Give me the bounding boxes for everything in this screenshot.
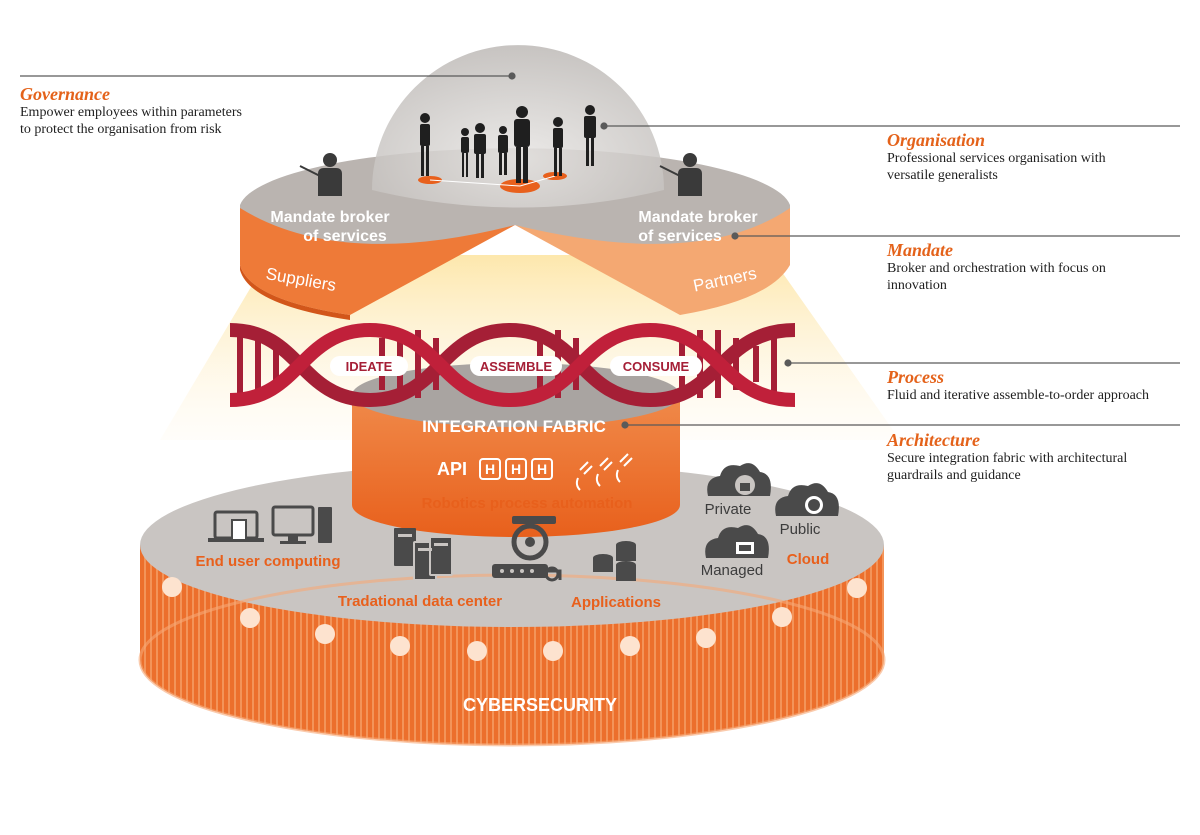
label-ideate: IDEATE bbox=[346, 359, 393, 374]
process-desc-line1: Fluid and iterative assemble-to-order ap… bbox=[887, 388, 1150, 403]
integration-side bbox=[352, 395, 680, 537]
business-people-icon bbox=[420, 105, 596, 183]
architecture-desc-line1: Secure integration fabric with architect… bbox=[887, 451, 1128, 466]
organisation-title: Organisation bbox=[887, 130, 986, 150]
api-h-box-2 bbox=[505, 458, 527, 480]
cloud-globe-icon bbox=[775, 483, 839, 516]
organisation-desc-line2: versatile generalists bbox=[887, 168, 998, 183]
mandate-desc-line1: Broker and orchestration with focus on bbox=[887, 261, 1106, 276]
governance-desc-line2: to protect the organisation from risk bbox=[20, 122, 222, 137]
led-dots bbox=[162, 577, 867, 661]
plug-icon bbox=[575, 453, 633, 491]
dna-strand-a bbox=[229, 322, 796, 408]
governance-desc-line1: Empower employees within parameters bbox=[20, 105, 242, 120]
api-h-1: H bbox=[485, 461, 495, 477]
desktop-computer-icon bbox=[271, 505, 332, 544]
mandate-title: Mandate bbox=[887, 240, 954, 260]
organisation-callout: Organisation Professional services organ… bbox=[887, 130, 1106, 184]
broker-left-line1: Mandate broker bbox=[270, 209, 389, 226]
broker-right-line1: Mandate broker bbox=[638, 209, 757, 226]
presenter-icon bbox=[659, 153, 702, 196]
label-consume: CONSUME bbox=[623, 359, 690, 374]
robot-arm-icon bbox=[492, 516, 562, 582]
cloud-label: Cloud bbox=[787, 551, 830, 568]
managed-label: Managed bbox=[701, 562, 764, 579]
architecture-desc-line2: guardrails and guidance bbox=[887, 468, 1021, 483]
ideate-pill bbox=[330, 356, 408, 376]
broker-right-line2: of services bbox=[638, 228, 722, 245]
end-user-label: End user computing bbox=[195, 553, 340, 570]
rpa-label: Robotics process automation bbox=[422, 495, 633, 512]
server-icon bbox=[394, 528, 453, 581]
organisation-desc-line1: Professional services organisation with bbox=[887, 151, 1106, 166]
governance-callout: Governance Empower employees within para… bbox=[20, 84, 242, 138]
api-connectors: H H H bbox=[479, 458, 553, 480]
consume-pill bbox=[610, 356, 702, 376]
api-label: API bbox=[437, 459, 467, 479]
process-title: Process bbox=[887, 367, 944, 387]
api-h-box-1 bbox=[479, 458, 501, 480]
broker-left-line2: of services bbox=[303, 228, 387, 245]
presenter-icon bbox=[299, 153, 342, 196]
governance-title: Governance bbox=[20, 84, 110, 104]
private-label: Private bbox=[705, 501, 752, 518]
api-h-2: H bbox=[511, 461, 521, 477]
dna-strand-b bbox=[229, 322, 796, 408]
process-callout: Process Fluid and iterative assemble-to-… bbox=[887, 367, 1149, 404]
cloud-lock-icon bbox=[707, 463, 771, 496]
leader-lines bbox=[20, 72, 1180, 429]
assemble-pill bbox=[470, 356, 562, 376]
api-h-3: H bbox=[537, 461, 547, 477]
architecture-title: Architecture bbox=[887, 430, 980, 450]
mandate-desc-line2: innovation bbox=[887, 278, 947, 293]
api-h-box-3 bbox=[531, 458, 553, 480]
label-assemble: ASSEMBLE bbox=[480, 359, 553, 374]
applications-label: Applications bbox=[571, 594, 661, 611]
datacenter-label: Tradational data center bbox=[338, 593, 502, 610]
bottom-tier bbox=[138, 463, 886, 747]
cybersecurity-label: CYBERSECURITY bbox=[463, 695, 617, 715]
laptop-tablet-phone-icon bbox=[208, 510, 264, 542]
mandate-callout: Mandate Broker and orchestration with fo… bbox=[887, 240, 1106, 294]
top-tier: Mandate broker of services Mandate broke… bbox=[240, 45, 790, 320]
architecture-callout: Architecture Secure integration fabric w… bbox=[887, 430, 1127, 484]
public-label: Public bbox=[780, 521, 821, 538]
database-icon bbox=[593, 541, 636, 581]
dna-helix: IDEATE ASSEMBLE CONSUME bbox=[229, 322, 796, 408]
cloud-screen-icon bbox=[705, 525, 769, 558]
integration-fabric-label: INTEGRATION FABRIC bbox=[422, 417, 606, 436]
